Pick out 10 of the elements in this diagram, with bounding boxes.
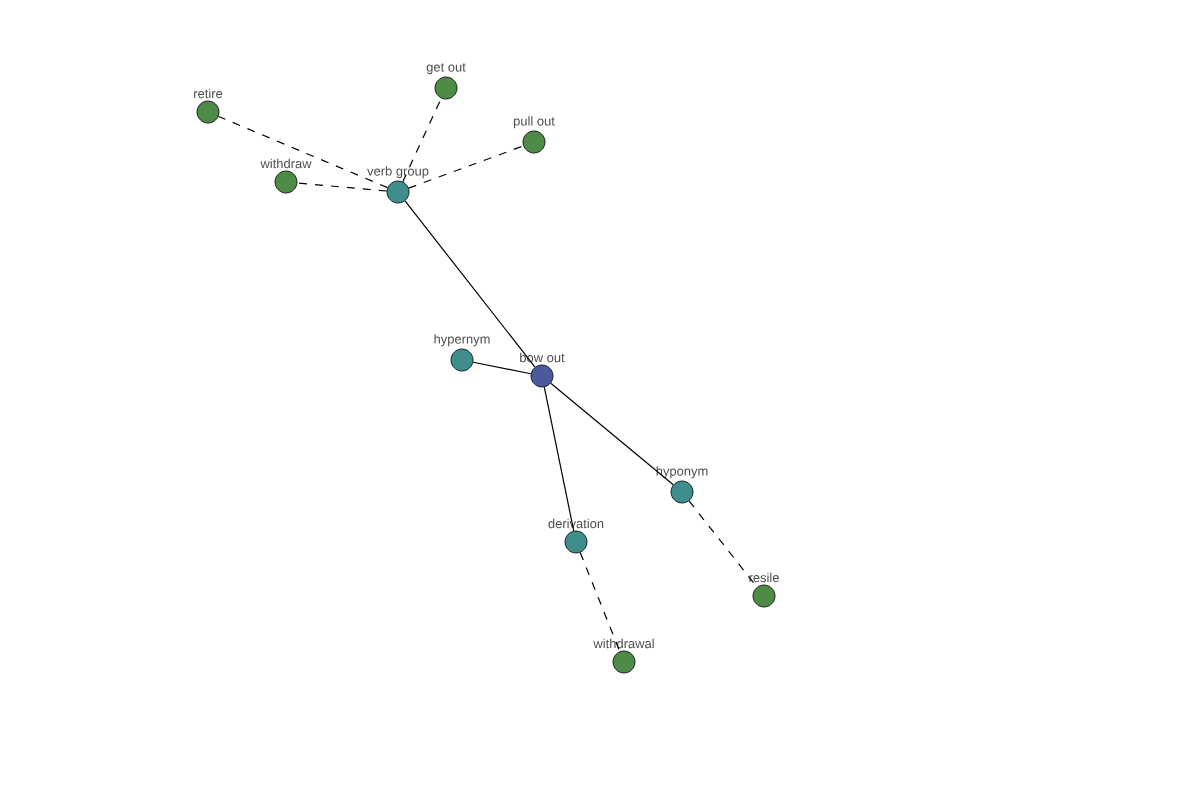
connector-line [472, 361, 532, 375]
connector-line [408, 145, 524, 189]
connector-line [217, 115, 389, 189]
connector-line [579, 552, 621, 653]
connector-line [402, 97, 442, 183]
connector-line [688, 500, 758, 588]
connector-line [550, 382, 674, 486]
connector-line [543, 386, 575, 532]
connector-line [296, 182, 388, 192]
connector-line [404, 200, 536, 368]
